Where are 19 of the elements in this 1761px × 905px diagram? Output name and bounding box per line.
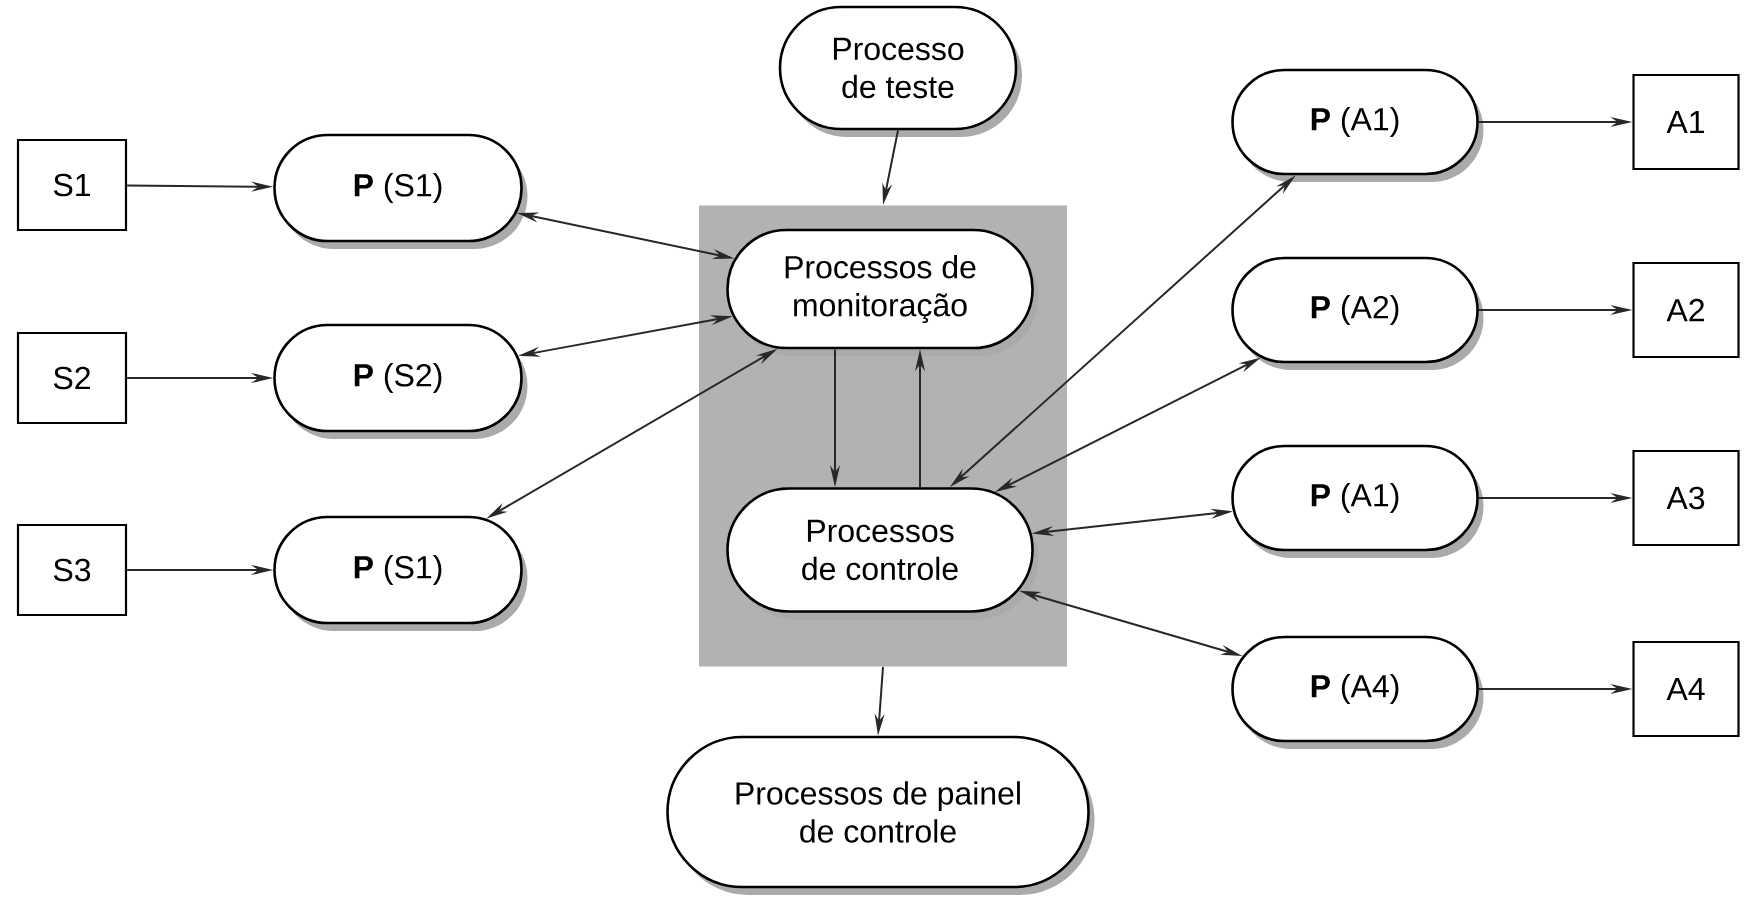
process-pill: P (A1): [1231, 68, 1484, 182]
label-box: S2: [16, 331, 128, 425]
label-box: S3: [16, 523, 128, 617]
process-pill: Processos de painel de controle: [666, 735, 1095, 895]
label-box: S1: [16, 138, 128, 232]
process-pill: P (A1): [1231, 444, 1484, 558]
node-label: Processos de painel de controle: [736, 781, 1020, 843]
process-pill: P (S1): [273, 133, 528, 249]
process-pill: Processos de controle: [726, 487, 1039, 620]
process-pill: Processos de monitoração: [726, 228, 1039, 356]
label-box: A1: [1632, 73, 1740, 171]
process-pill: Processo de teste: [778, 5, 1022, 137]
label-box: A3: [1632, 449, 1740, 547]
process-pill: P (A2): [1231, 256, 1484, 370]
process-pill: P (S1): [273, 515, 528, 631]
process-pill: P (A4): [1231, 635, 1484, 749]
process-pill: P (S2): [273, 323, 528, 439]
label-box: A2: [1632, 261, 1740, 359]
label-box: A4: [1632, 640, 1740, 738]
